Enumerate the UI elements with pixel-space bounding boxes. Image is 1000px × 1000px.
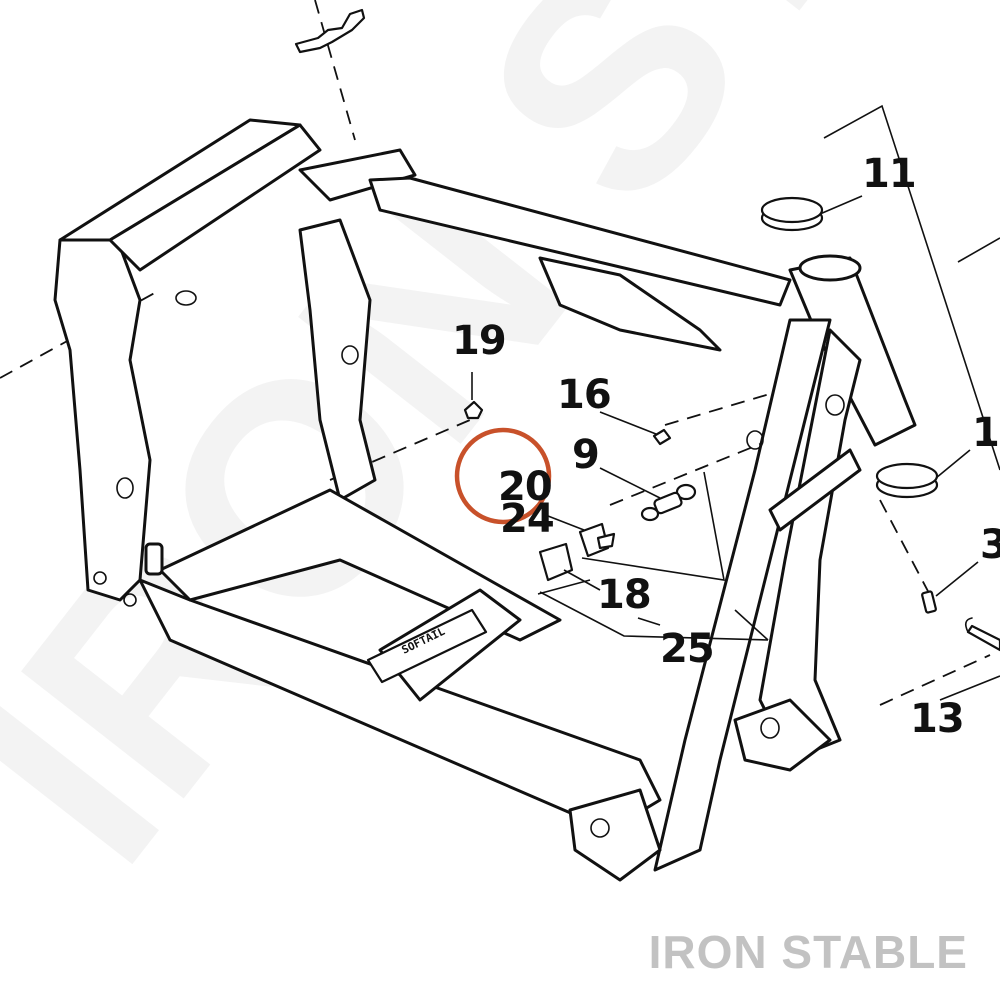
label-16: 16	[557, 372, 611, 418]
label-13: 13	[910, 696, 964, 742]
label-18: 18	[597, 572, 651, 618]
part-11-bearing-top	[760, 196, 824, 232]
label-25: 25	[660, 626, 714, 672]
label-11-right: 11	[972, 410, 1000, 456]
part-18-clip	[538, 542, 574, 582]
label-3: 3	[980, 522, 1000, 568]
part-19-plug	[463, 400, 484, 420]
highlight-circle	[454, 427, 552, 525]
part-11-bearing-right	[875, 462, 939, 499]
part-9-bushing	[640, 483, 697, 522]
label-11-top: 11	[862, 151, 916, 197]
brand-logo-text: IRON STABLE	[649, 926, 968, 978]
part-13-spring	[964, 617, 1000, 652]
leader-lines	[471, 195, 1000, 701]
part-16-fitting	[652, 428, 672, 446]
part-3-screw	[921, 590, 937, 614]
label-19: 19	[452, 318, 506, 364]
part-labels: 11 11 19 16 9 20 24 18 25 3 13	[452, 151, 1000, 742]
bracket-lines	[537, 104, 1000, 641]
top-bracket-part	[294, 8, 366, 54]
part-24-clip	[578, 522, 616, 558]
motorcycle-frame	[53, 118, 917, 882]
label-24: 24	[500, 496, 554, 542]
label-20: 20	[498, 464, 552, 510]
label-9: 9	[572, 432, 599, 478]
